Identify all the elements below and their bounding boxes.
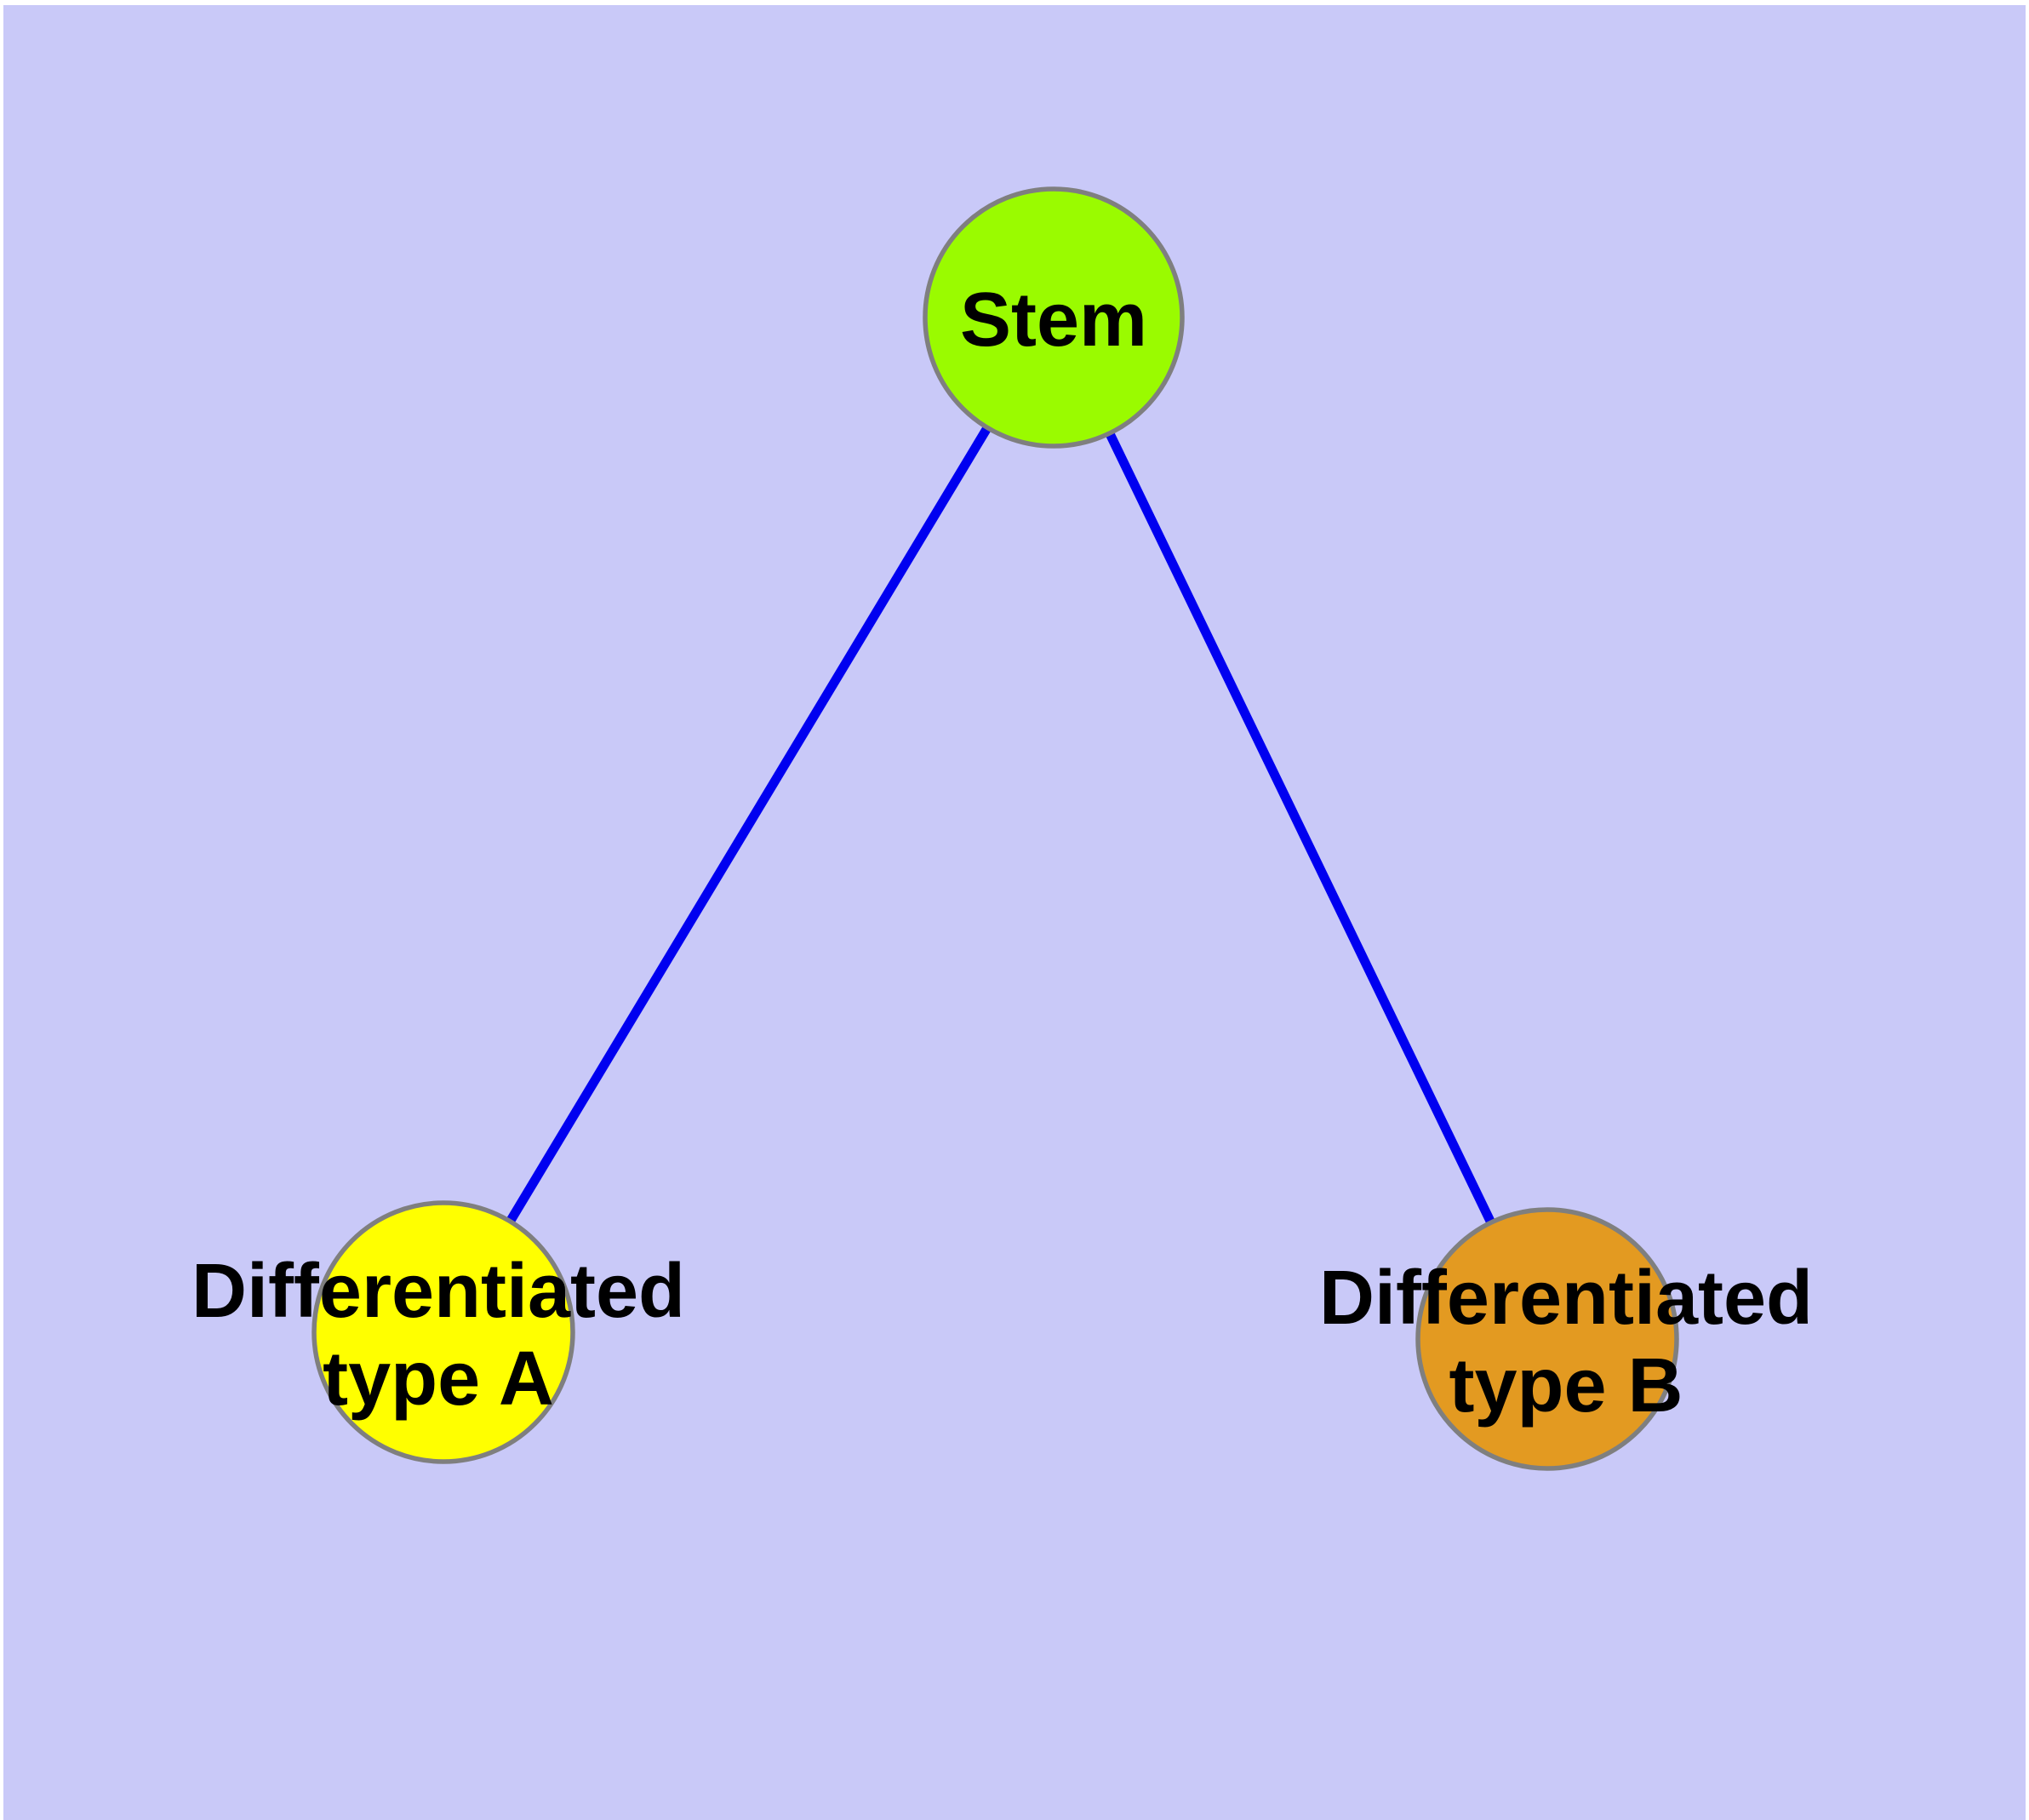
differentiated-type-a-label-line1: Differentiated [191, 1249, 685, 1334]
differentiated-type-a-node [311, 1200, 575, 1464]
stem-node-label: Stem [960, 278, 1147, 363]
stem-node [923, 186, 1185, 449]
edge-stem-to-type-b [1049, 315, 1552, 1342]
differentiated-type-b-label-line1: Differentiated [1319, 1256, 1813, 1341]
differentiated-type-a-label-line2: type A [323, 1336, 554, 1422]
differentiated-type-b-node [1415, 1207, 1679, 1471]
edge-stem-to-type-a [439, 315, 1058, 1335]
differentiated-type-b-label-line2: type B [1449, 1343, 1683, 1428]
